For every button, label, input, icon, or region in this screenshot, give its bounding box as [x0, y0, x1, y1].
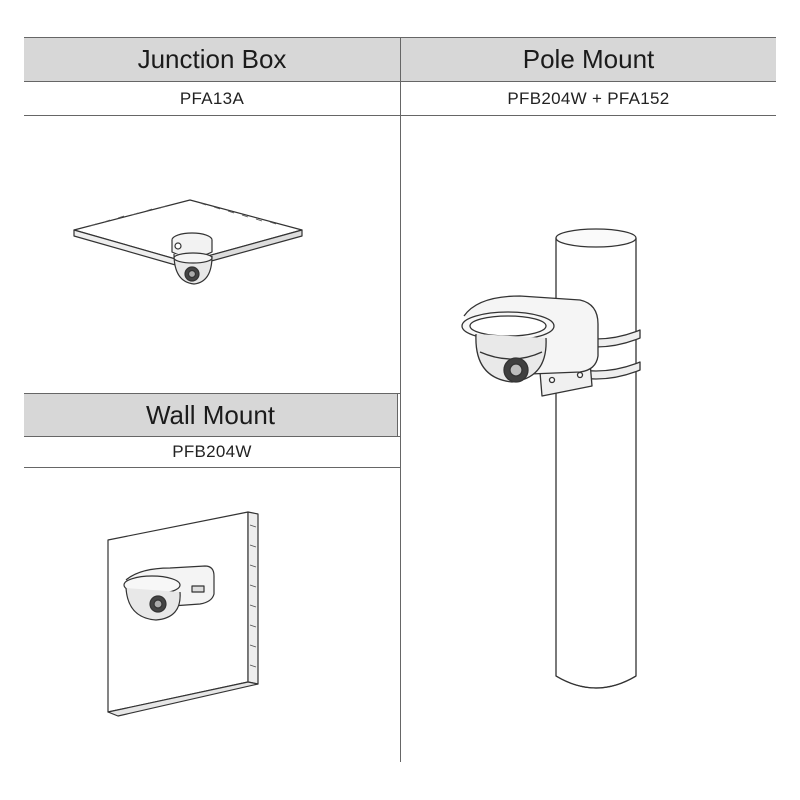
- pole-mount-model-row: PFB204W + PFA152: [401, 82, 776, 115]
- pole-mount-title: Pole Mount: [522, 44, 655, 74]
- junction-box-model-row: PFA13A: [24, 82, 400, 115]
- pole-mount-model: PFB204W + PFA152: [507, 88, 670, 108]
- wall-mount-model: PFB204W: [172, 442, 252, 461]
- pole-mount-header: Pole Mount: [401, 38, 776, 81]
- wall-header-right-edge: [397, 393, 398, 436]
- wall-header-top: [24, 393, 400, 394]
- junction-box-header: Junction Box: [24, 38, 400, 81]
- wall-mount-header: Wall Mount: [24, 394, 397, 436]
- center-divider: [400, 37, 401, 762]
- wall-mount-title: Wall Mount: [145, 399, 276, 430]
- wall-header-bottom: [24, 436, 400, 437]
- wall-model-divider: [24, 467, 400, 468]
- junction-box-model: PFA13A: [179, 88, 245, 108]
- junction-box-title: Junction Box: [137, 44, 287, 74]
- wall-mount-model-row: PFB204W: [24, 437, 400, 467]
